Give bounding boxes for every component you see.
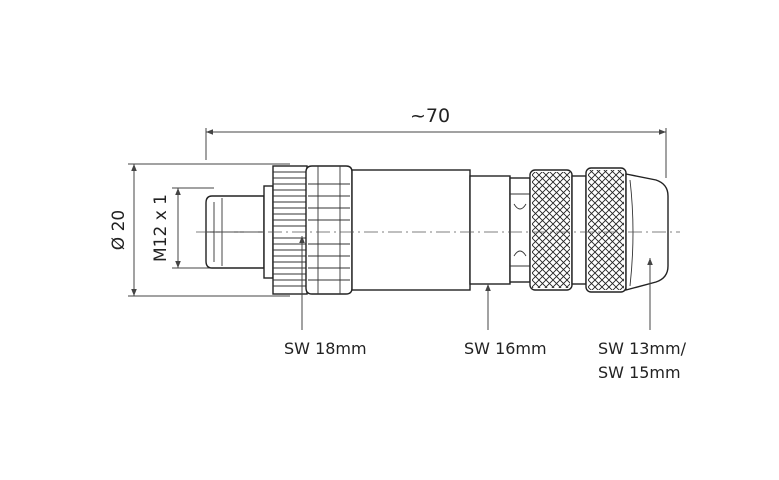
thread-dimension: M12 x 1	[151, 187, 214, 269]
coupling-nut	[305, 165, 353, 295]
coupling-nut-teeth	[273, 171, 307, 287]
main-body	[351, 169, 471, 291]
outer-diameter-label: Ø 20	[109, 210, 129, 250]
sw15-label: SW 15mm	[598, 363, 681, 382]
thread-label: M12 x 1	[151, 194, 171, 262]
body-neck	[469, 175, 511, 285]
overall-length-dimension: ~70	[205, 105, 667, 178]
sw13-15-callout: SW 13mm/ SW 15mm	[598, 258, 687, 382]
sw18-label: SW 18mm	[284, 339, 367, 358]
cable-nut-2-knurl	[588, 170, 624, 290]
sw16-callout: SW 16mm	[464, 284, 547, 358]
sw13-label: SW 13mm/	[598, 339, 687, 358]
outer-diameter-dimension: Ø 20	[109, 163, 290, 297]
cable-nut-separator	[571, 175, 587, 285]
sw18-callout: SW 18mm	[284, 236, 367, 358]
cable-nut-1-knurl	[532, 172, 570, 288]
connector-outline	[205, 165, 669, 295]
overall-length-label: ~70	[410, 105, 450, 127]
sw16-label: SW 16mm	[464, 339, 547, 358]
coupling-nut-knurl	[272, 165, 308, 295]
